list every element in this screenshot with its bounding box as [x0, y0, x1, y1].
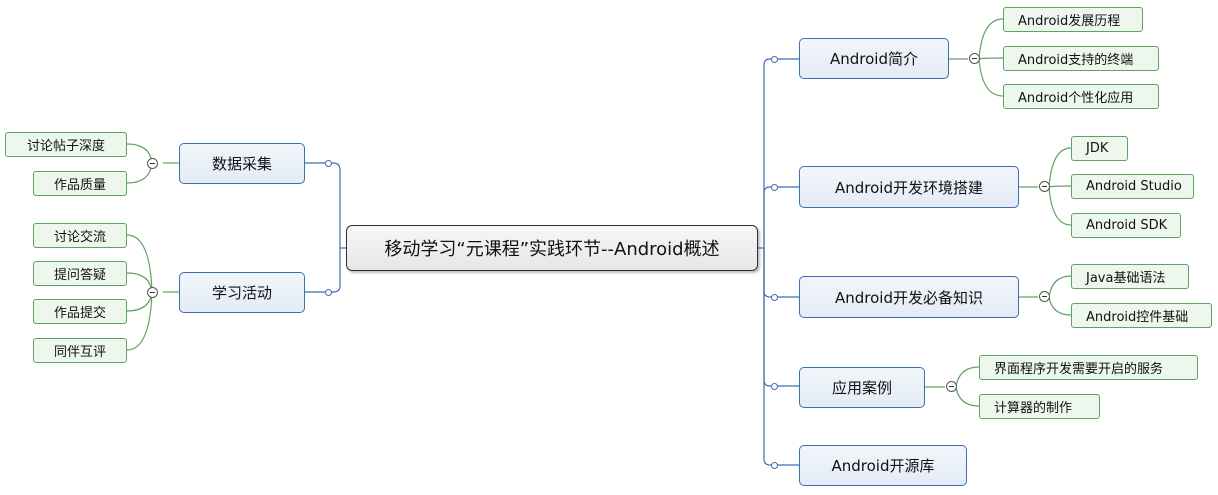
subtopic-ui-services[interactable]: 界面程序开发需要开启的服务	[979, 355, 1198, 380]
central-topic[interactable]: 移动学习“元课程”实践环节--Android概述	[346, 225, 758, 271]
subtopic-android-studio[interactable]: Android Studio	[1071, 174, 1194, 199]
subtopic-calculator[interactable]: 计算器的制作	[979, 394, 1100, 419]
connector-line	[126, 234, 153, 293]
connector-line	[1048, 147, 1072, 188]
collapse-android-intro-button[interactable]	[969, 53, 980, 64]
connector-line	[1048, 296, 1072, 316]
topic-app-cases[interactable]: 应用案例	[799, 367, 925, 408]
connector-line	[763, 248, 799, 298]
connector-line	[763, 186, 799, 248]
connector-line	[763, 248, 799, 466]
subtopic-java-syntax[interactable]: Java基础语法	[1071, 264, 1189, 289]
connector-dot	[771, 294, 778, 301]
subtopic-qa[interactable]: 提问答疑	[33, 261, 127, 286]
collapse-app-cases-button[interactable]	[946, 381, 957, 392]
collapse-data-collection-button[interactable]	[147, 158, 158, 169]
connector-dot	[325, 160, 332, 167]
connector-line	[978, 58, 1004, 97]
connector-line	[955, 366, 980, 388]
collapse-learning-activities-button[interactable]	[147, 287, 158, 298]
subtopic-peer-review[interactable]: 同伴互评	[33, 338, 127, 363]
subtopic-jdk[interactable]: JDK	[1071, 136, 1128, 161]
subtopic-discussion-depth[interactable]: 讨论帖子深度	[5, 132, 127, 157]
topic-learning-activities[interactable]: 学习活动	[179, 272, 305, 313]
connector-line	[305, 162, 341, 248]
subtopic-work-submission[interactable]: 作品提交	[33, 299, 127, 324]
connector-dot	[771, 462, 778, 469]
connector-line	[978, 18, 1004, 60]
connector-line	[1048, 186, 1072, 226]
subtopic-work-quality[interactable]: 作品质量	[33, 171, 127, 196]
connector-line	[763, 58, 799, 248]
topic-data-collection[interactable]: 数据采集	[179, 143, 305, 184]
subtopic-android-history[interactable]: Android发展历程	[1003, 7, 1143, 32]
connector-line	[1048, 185, 1072, 188]
subtopic-android-personalized[interactable]: Android个性化应用	[1003, 84, 1159, 109]
subtopic-android-terminals[interactable]: Android支持的终端	[1003, 46, 1159, 71]
connector-dot	[771, 184, 778, 191]
topic-open-source-libs[interactable]: Android开源库	[799, 445, 967, 486]
connector-line	[126, 291, 153, 351]
topic-dev-environment[interactable]: Android开发环境搭建	[799, 166, 1019, 208]
topic-dev-essentials[interactable]: Android开发必备知识	[799, 276, 1019, 318]
subtopic-android-sdk[interactable]: Android SDK	[1071, 213, 1181, 238]
connector-line	[955, 386, 980, 407]
connector-line	[763, 248, 799, 387]
connector-dot	[771, 383, 778, 390]
collapse-dev-environment-button[interactable]	[1039, 181, 1050, 192]
topic-android-intro[interactable]: Android简介	[799, 38, 949, 79]
connector-dot	[771, 56, 778, 63]
connector-dot	[325, 289, 332, 296]
connector-line	[305, 248, 341, 293]
connector-line	[978, 57, 1004, 60]
collapse-dev-essentials-button[interactable]	[1039, 291, 1050, 302]
subtopic-discussion-exchange[interactable]: 讨论交流	[33, 223, 127, 248]
subtopic-android-controls[interactable]: Android控件基础	[1071, 303, 1212, 328]
connector-line	[1048, 275, 1072, 298]
